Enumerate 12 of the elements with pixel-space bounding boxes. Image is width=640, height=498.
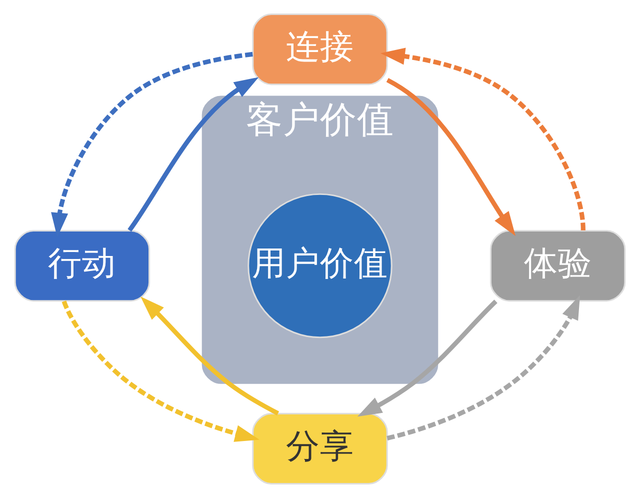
node-box: 体验	[490, 230, 626, 302]
node-box: 连接	[252, 13, 388, 86]
node-box: 行动	[14, 230, 150, 302]
arrow	[62, 300, 260, 442]
node-box: 分享	[252, 412, 388, 485]
arrow	[380, 48, 586, 230]
arrow	[386, 78, 516, 236]
arrow	[140, 296, 280, 416]
arrow	[357, 300, 498, 417]
node-circle: 用户价值	[248, 193, 392, 338]
arrow	[128, 77, 259, 232]
arrow	[386, 294, 580, 440]
